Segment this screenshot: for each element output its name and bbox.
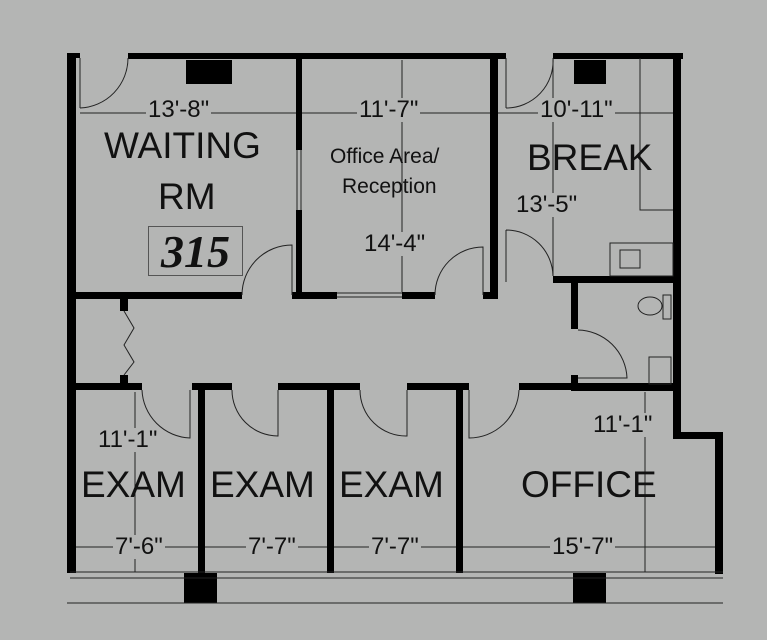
waiting-room-label-line2: RM bbox=[158, 176, 216, 217]
office-depth-dimension: 11'-1" bbox=[591, 411, 655, 438]
reception-depth-dimension: 14'-4" bbox=[362, 230, 428, 257]
exam2-width-dimension: 7'-7" bbox=[246, 533, 298, 560]
exam1-depth-dimension: 11'-1" bbox=[96, 426, 160, 453]
reception-label-line2: Reception bbox=[342, 175, 437, 198]
break-depth-dimension: 13'-5" bbox=[514, 191, 580, 218]
break-room-label: BREAK bbox=[527, 137, 653, 178]
office-width-dimension: 15'-7" bbox=[550, 533, 616, 560]
exam2-label: EXAM bbox=[210, 464, 315, 505]
waiting-width-dimension: 13'-8" bbox=[146, 96, 212, 123]
exam3-label: EXAM bbox=[339, 464, 444, 505]
reception-label-line1: Office Area/ bbox=[330, 145, 440, 168]
exam1-width-dimension: 7'-6" bbox=[113, 533, 165, 560]
exam1-label: EXAM bbox=[81, 464, 186, 505]
reception-width-dimension: 11'-7" bbox=[357, 96, 421, 123]
waiting-room-label-line1: WAITING bbox=[104, 125, 261, 166]
break-width-dimension: 10'-11" bbox=[538, 96, 615, 123]
thin-lines bbox=[67, 57, 723, 604]
office-label: OFFICE bbox=[521, 464, 657, 505]
walls bbox=[67, 53, 723, 603]
exam3-width-dimension: 7'-7" bbox=[369, 533, 421, 560]
unit-number: 315 bbox=[148, 226, 243, 277]
